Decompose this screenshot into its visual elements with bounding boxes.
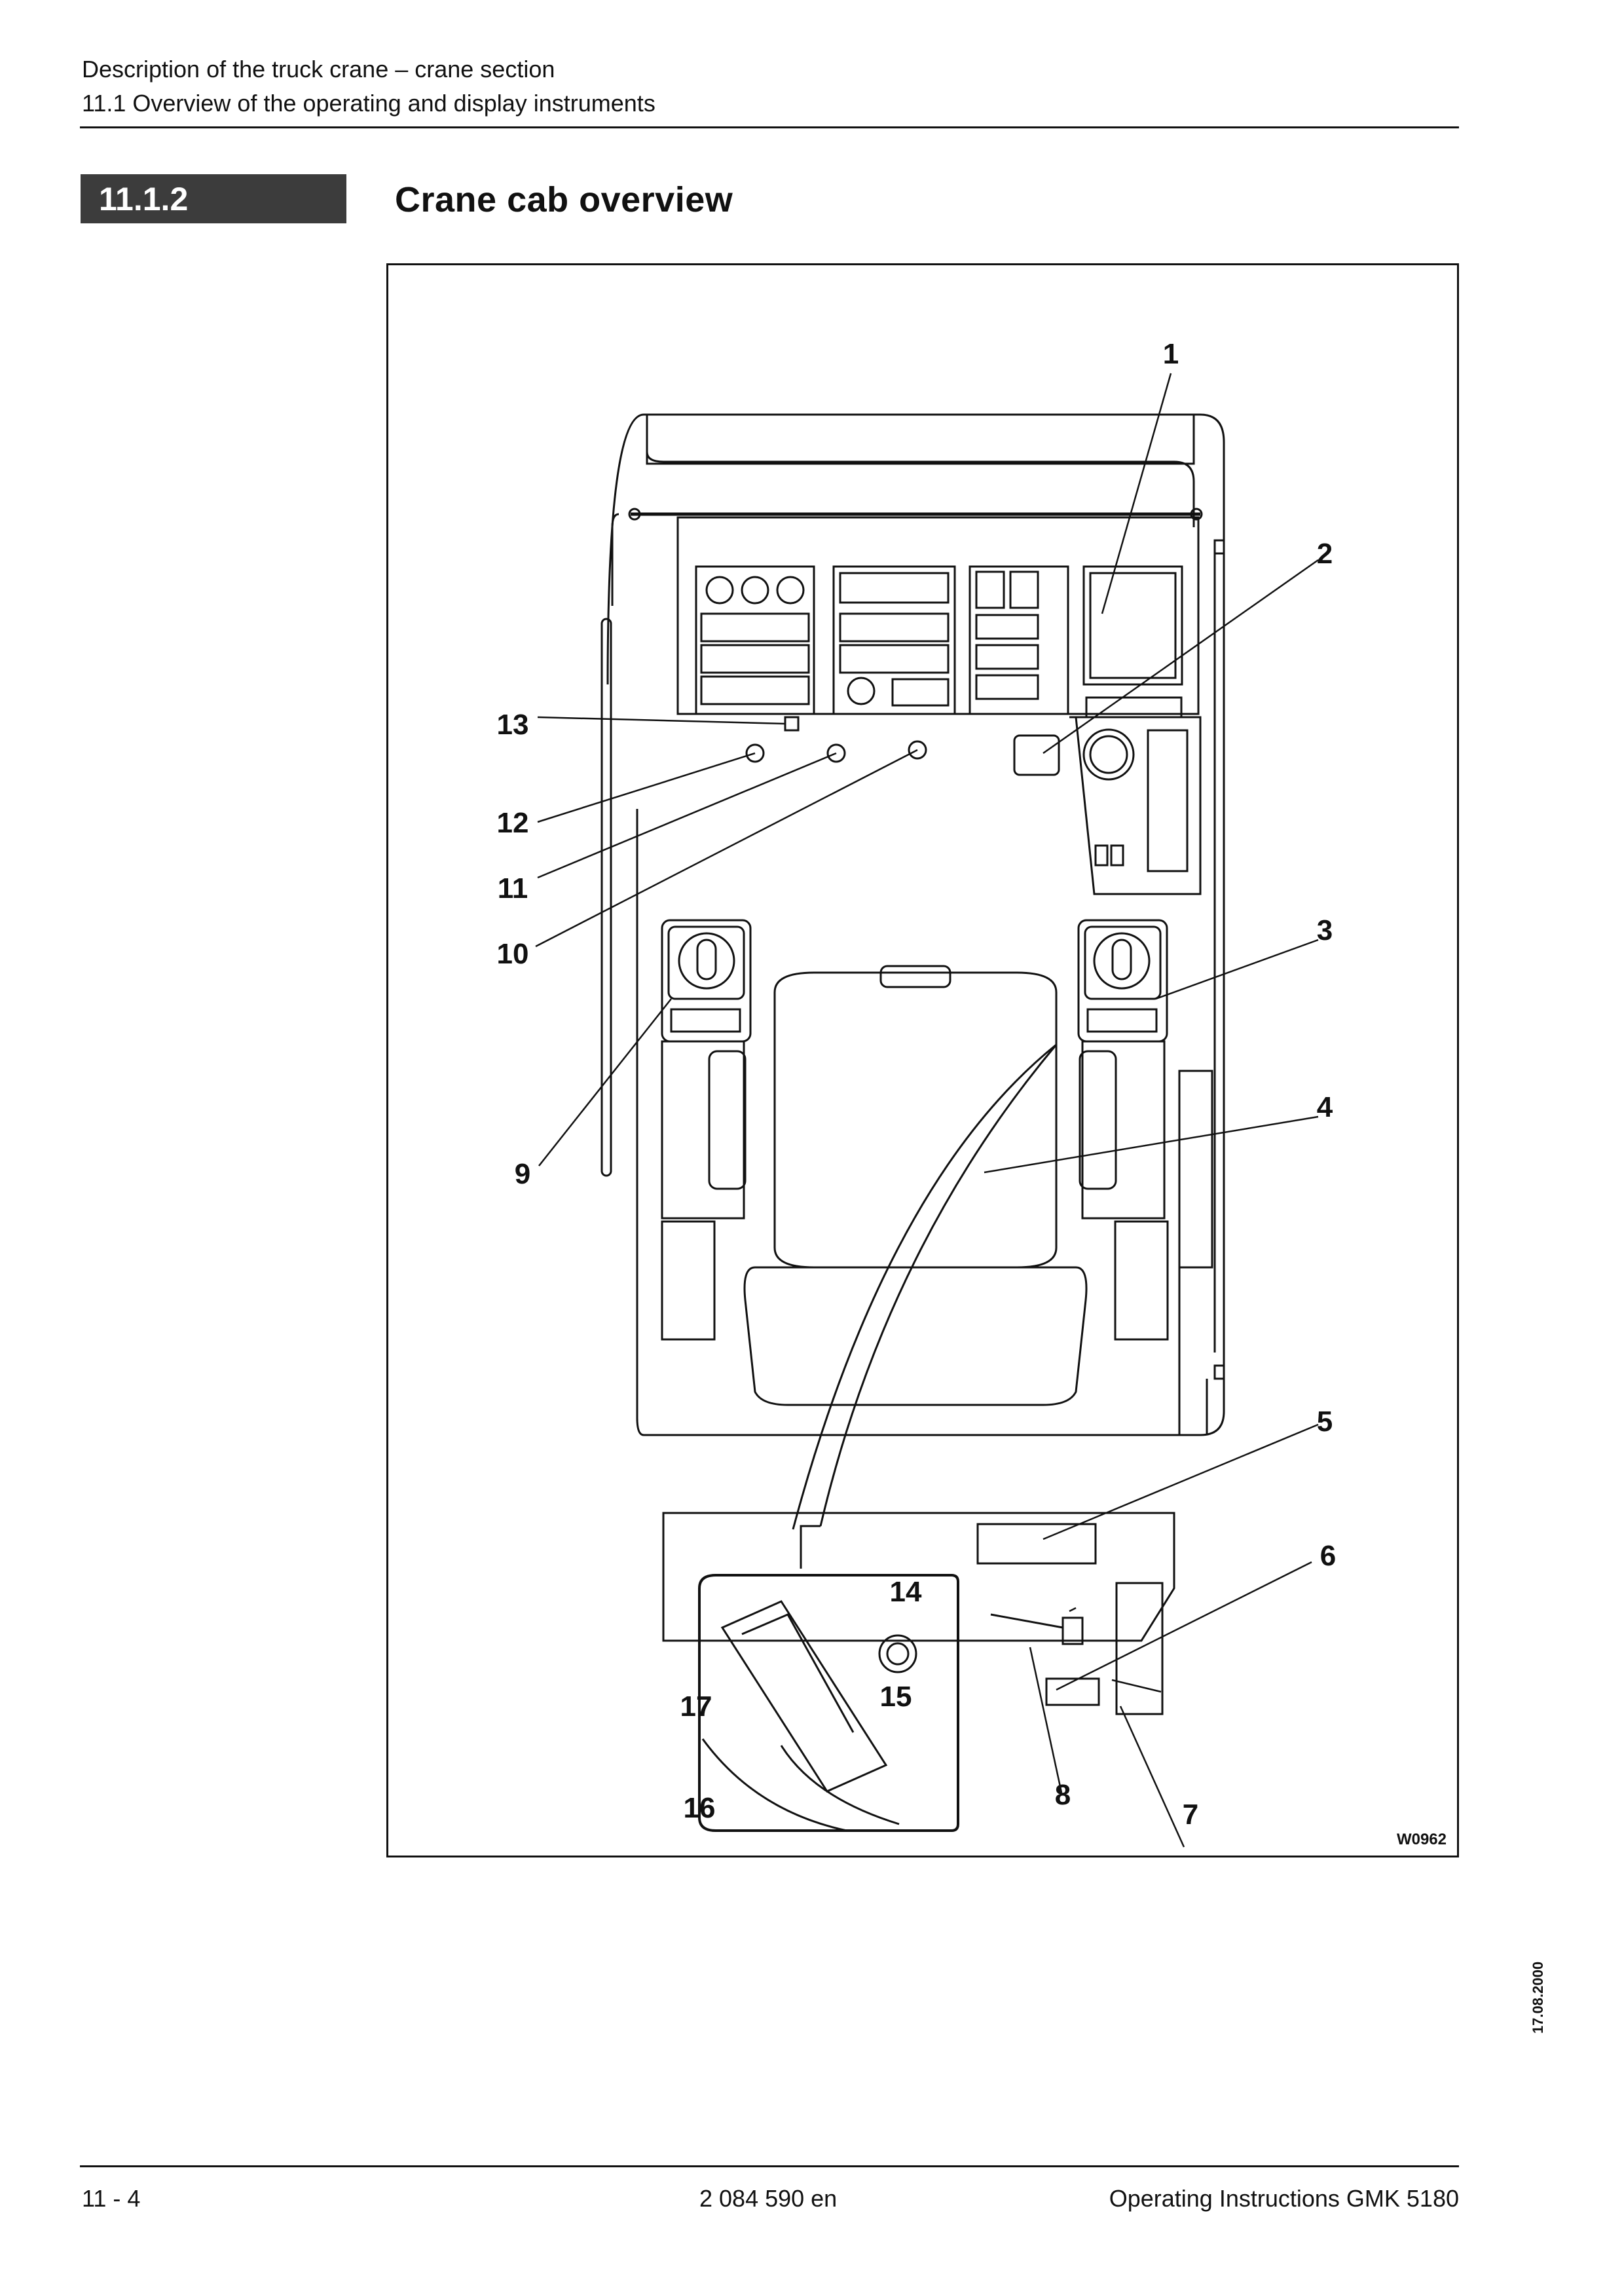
callout-1: 1	[1163, 338, 1179, 370]
operator-seat	[743, 965, 1088, 1406]
instrument-panel	[676, 516, 1200, 718]
callout-3: 3	[1317, 914, 1333, 946]
callout-16: 16	[684, 1792, 716, 1824]
left-control-lever	[661, 919, 752, 1341]
section-number-badge: 11.1.2	[81, 174, 346, 223]
header-rule	[80, 126, 1459, 128]
figure-id: W0962	[1396, 1831, 1447, 1848]
callout-8: 8	[1055, 1779, 1071, 1811]
footer-rule	[80, 2165, 1459, 2167]
footer-manual-title: Operating Instructions GMK 5180	[1109, 2185, 1459, 2212]
callout-17: 17	[680, 1690, 712, 1723]
callout-2: 2	[1317, 538, 1333, 570]
right-control-lever	[1077, 919, 1169, 1341]
callout-11: 11	[498, 872, 528, 905]
crane-cab-diagram: 1 2 3 4 5 6 7 8 9 10 11 12 13 14 15 16 1…	[497, 338, 1336, 1848]
side-console	[1069, 716, 1202, 895]
callout-10: 10	[497, 938, 529, 970]
pedal-area	[662, 1512, 1175, 1715]
switch	[745, 743, 765, 763]
callout-14: 14	[890, 1576, 922, 1608]
header-section: 11.1 Overview of the operating and displ…	[82, 90, 655, 117]
callout-7: 7	[1183, 1799, 1198, 1831]
callout-5: 5	[1317, 1406, 1333, 1438]
switch	[908, 740, 927, 760]
callout-leaders	[535, 373, 1319, 1848]
switch	[826, 743, 846, 763]
footer-doc-number: 2 084 590 en	[699, 2185, 838, 2212]
figure-frame: 1 2 3 4 5 6 7 8 9 10 11 12 13 14 15 16 1…	[386, 263, 1459, 1857]
pedal-detail-inset	[698, 1043, 1058, 1832]
header-chapter: Description of the truck crane – crane s…	[82, 56, 555, 83]
date-stamp-text: 17.08.2000	[1530, 1961, 1547, 2034]
control-element	[784, 716, 800, 732]
cab-outline	[600, 413, 1225, 1436]
section-title: Crane cab overview	[395, 180, 733, 219]
callout-4: 4	[1317, 1091, 1333, 1123]
callout-13: 13	[497, 709, 529, 741]
callout-15: 15	[880, 1681, 912, 1713]
date-stamp: 17.08.2000	[1522, 1932, 1555, 2063]
control-element	[1013, 734, 1060, 776]
callout-6: 6	[1320, 1540, 1336, 1572]
footer-page-number: 11 - 4	[82, 2185, 141, 2212]
callout-12: 12	[497, 807, 529, 839]
callout-9: 9	[515, 1158, 530, 1190]
